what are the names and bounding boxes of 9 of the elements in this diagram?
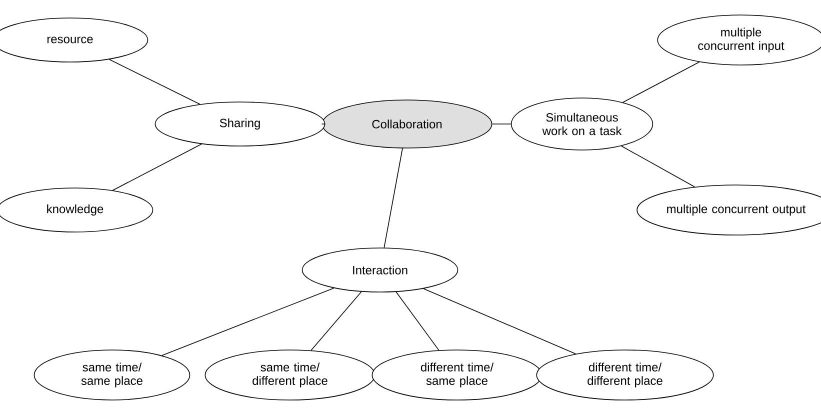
connector-line xyxy=(112,144,202,191)
connector-line xyxy=(620,146,696,188)
connector-line xyxy=(108,58,200,105)
connector-line xyxy=(423,288,576,354)
connector-line xyxy=(622,62,700,103)
connector-line xyxy=(384,148,403,248)
connector-line xyxy=(396,292,440,351)
connector-line xyxy=(310,291,362,351)
connector-line xyxy=(162,288,334,356)
